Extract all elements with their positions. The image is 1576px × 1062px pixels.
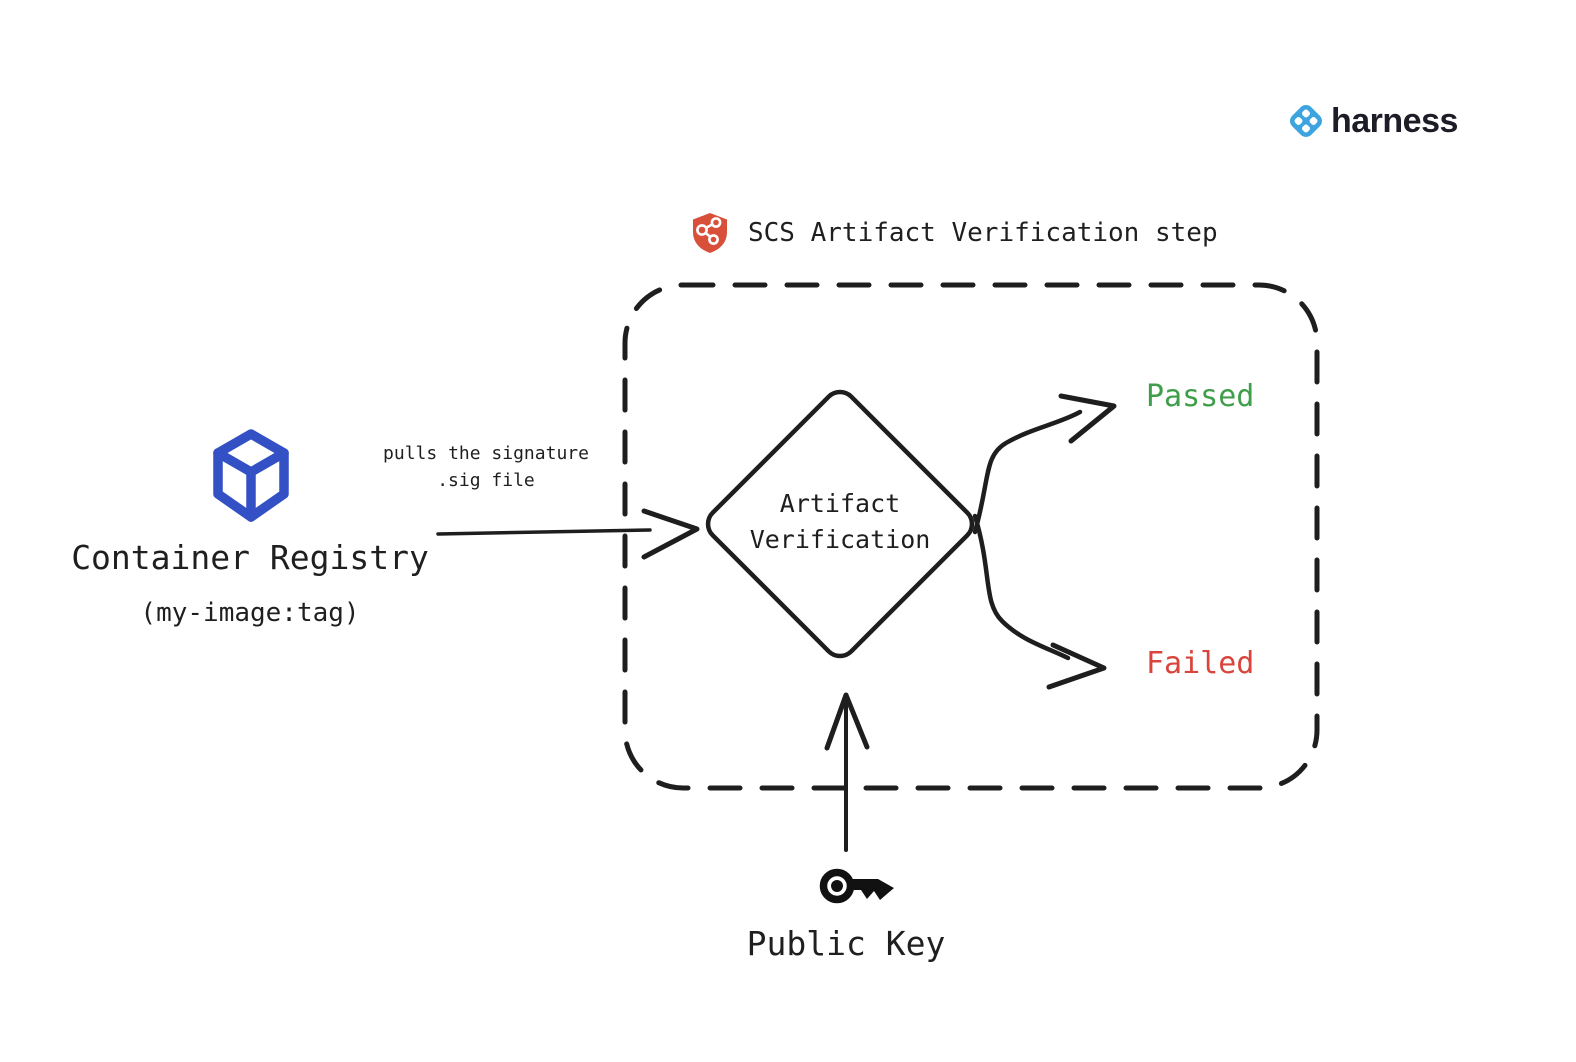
passed-arrow-head <box>1058 393 1117 444</box>
key-arrow-head <box>824 692 870 751</box>
scs-shield-icon <box>690 211 730 255</box>
decision-diamond <box>705 389 975 659</box>
harness-diamond-icon <box>1286 101 1326 141</box>
decision-label-line1: Artifact <box>779 489 901 518</box>
outcome-passed-label: Passed <box>1146 379 1255 414</box>
decision-node-label: Artifact Verification <box>740 486 940 558</box>
pull-edge-label: pulls the signature .sig file <box>370 440 602 494</box>
brand-name: harness <box>1331 101 1458 140</box>
step-title: SCS Artifact Verification step <box>690 211 1218 255</box>
public-key-label: Public Key <box>746 924 946 963</box>
decision-label-line2: Verification <box>749 525 931 554</box>
step-boundary-box <box>622 282 1320 791</box>
failed-arrow-shaft <box>972 513 1071 661</box>
outcome-failed-label: Failed <box>1146 646 1255 681</box>
pull-edge-label-line1: pulls the signature <box>383 443 589 464</box>
cube-icon <box>212 428 290 524</box>
pull-edge-label-line2: .sig file <box>437 470 535 491</box>
step-title-label: SCS Artifact Verification step <box>748 218 1218 248</box>
failed-arrow-head <box>1046 642 1107 690</box>
passed-arrow-shaft <box>972 409 1083 535</box>
container-registry-sublabel: (my-image:tag) <box>140 598 360 628</box>
key-icon <box>816 860 900 912</box>
pull-arrow-head <box>641 508 700 560</box>
pull-arrow-shaft <box>436 528 652 536</box>
container-registry-label: Container Registry <box>71 538 429 577</box>
brand-logo: harness <box>1286 101 1458 141</box>
